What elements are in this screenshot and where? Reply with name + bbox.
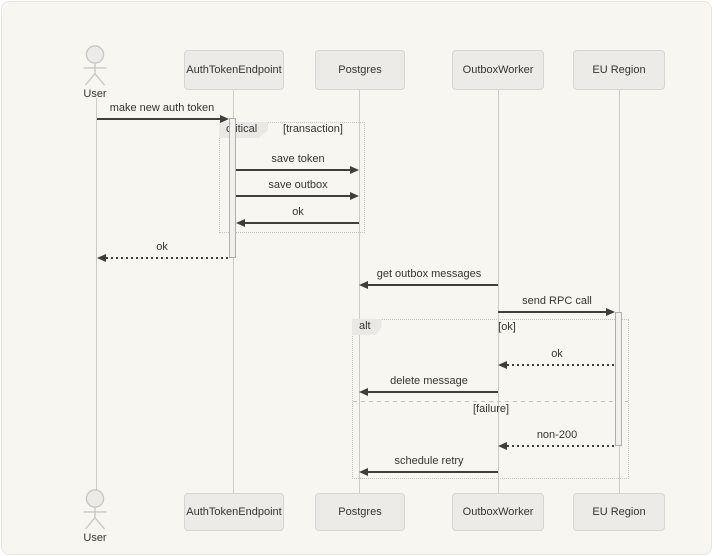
message-line bbox=[368, 471, 498, 473]
arrowhead bbox=[606, 308, 615, 316]
actor-user-label: User bbox=[83, 532, 107, 544]
arrowhead bbox=[97, 254, 106, 262]
participant-eu-region-top: EU Region bbox=[573, 50, 665, 90]
arrowhead bbox=[498, 442, 507, 450]
participant-outboxworker-bottom: OutboxWorker bbox=[452, 493, 544, 531]
message-label: save token bbox=[271, 153, 325, 165]
arrowhead bbox=[359, 468, 368, 476]
participant-postgres-bottom: Postgres bbox=[315, 493, 405, 531]
critical-frame bbox=[219, 122, 365, 233]
participant-label: AuthTokenEndpoint bbox=[186, 64, 282, 76]
message-label: ok bbox=[292, 206, 304, 218]
user-actor-icon bbox=[83, 489, 107, 530]
participant-authtokenendpoint-bottom: AuthTokenEndpoint bbox=[184, 493, 284, 531]
message-line bbox=[368, 284, 498, 286]
message-line bbox=[97, 118, 220, 120]
participant-outboxworker-top: OutboxWorker bbox=[452, 50, 544, 90]
message-label: non-200 bbox=[536, 429, 578, 441]
activation-eu-region bbox=[615, 312, 622, 446]
arrowhead bbox=[359, 388, 368, 396]
message-label: get outbox messages bbox=[376, 268, 482, 280]
alt-guard-ok: [ok] bbox=[498, 321, 516, 333]
participant-label: EU Region bbox=[592, 506, 646, 518]
participant-label: Postgres bbox=[338, 506, 382, 518]
message-line bbox=[245, 222, 359, 224]
message-label: make new auth token bbox=[109, 102, 215, 114]
lifeline-authtokenendpoint bbox=[233, 90, 234, 493]
alt-frame-label: alt bbox=[352, 319, 382, 335]
critical-guard: [transaction] bbox=[283, 123, 343, 135]
message-line bbox=[236, 169, 350, 171]
message-line bbox=[368, 391, 498, 393]
user-actor-icon bbox=[83, 45, 107, 86]
participant-label: OutboxWorker bbox=[462, 506, 534, 518]
message-line bbox=[507, 445, 615, 447]
critical-frame-label: critical bbox=[219, 122, 269, 138]
lifeline-outboxworker bbox=[498, 90, 499, 493]
arrowhead bbox=[350, 192, 359, 200]
participant-eu-region-bottom: EU Region bbox=[573, 493, 665, 531]
message-label: schedule retry bbox=[394, 455, 464, 467]
alt-divider bbox=[353, 401, 628, 402]
participant-label: AuthTokenEndpoint bbox=[186, 506, 282, 518]
participant-label: Postgres bbox=[338, 64, 382, 76]
message-label: delete message bbox=[390, 375, 468, 387]
message-line bbox=[498, 311, 606, 313]
lifeline-user bbox=[96, 98, 97, 490]
message-label: send RPC call bbox=[522, 295, 592, 307]
arrowhead bbox=[236, 219, 245, 227]
message-label: save outbox bbox=[268, 179, 328, 191]
arrowhead bbox=[359, 281, 368, 289]
actor-user-label: User bbox=[83, 88, 107, 100]
participant-authtokenendpoint-top: AuthTokenEndpoint bbox=[184, 50, 284, 90]
alt-frame bbox=[352, 319, 629, 479]
actor-user-top: User bbox=[72, 45, 118, 100]
actor-user-bottom: User bbox=[72, 489, 118, 544]
message-line bbox=[507, 364, 615, 366]
participant-label: OutboxWorker bbox=[462, 64, 534, 76]
participant-label: EU Region bbox=[592, 64, 646, 76]
participant-postgres-top: Postgres bbox=[315, 50, 405, 90]
arrowhead bbox=[350, 166, 359, 174]
arrowhead bbox=[498, 361, 507, 369]
message-label: ok bbox=[551, 348, 563, 360]
message-line bbox=[236, 195, 350, 197]
lifeline-eu-region bbox=[619, 90, 620, 493]
message-line bbox=[106, 257, 229, 259]
lifeline-postgres bbox=[359, 90, 360, 493]
activation-authtokenendpoint bbox=[229, 118, 236, 258]
message-label: ok bbox=[156, 241, 168, 253]
arrowhead bbox=[220, 115, 229, 123]
alt-guard-failure: [failure] bbox=[472, 403, 510, 415]
